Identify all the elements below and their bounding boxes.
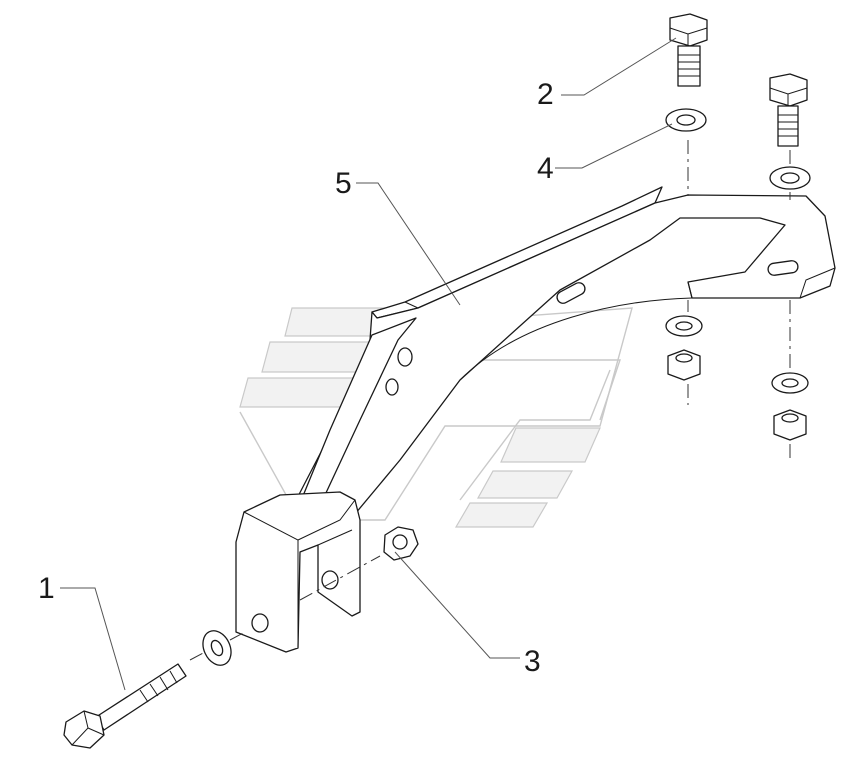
nut-mid-right <box>773 409 807 441</box>
u-bracket <box>235 491 361 653</box>
bracket-arm-part <box>291 186 836 528</box>
callout-2: 2 <box>537 78 554 111</box>
washer-part <box>665 108 707 132</box>
upper-bolt-part <box>669 13 708 87</box>
watermark-logo <box>239 307 633 528</box>
nut-part <box>383 526 419 561</box>
callout-5: 5 <box>335 167 352 200</box>
washer-lower <box>202 630 232 666</box>
washer-mid-left <box>665 315 703 337</box>
callout-1: 1 <box>38 572 55 605</box>
long-bolt-part <box>63 663 187 749</box>
leader-lines <box>60 37 677 691</box>
right-bolt <box>769 73 808 147</box>
nut-mid-left <box>667 349 701 381</box>
washer-right-upper <box>769 166 811 190</box>
washer-mid-right <box>771 372 809 394</box>
callout-4: 4 <box>537 152 554 185</box>
assembly-axes <box>189 140 791 661</box>
callout-3: 3 <box>524 645 541 678</box>
